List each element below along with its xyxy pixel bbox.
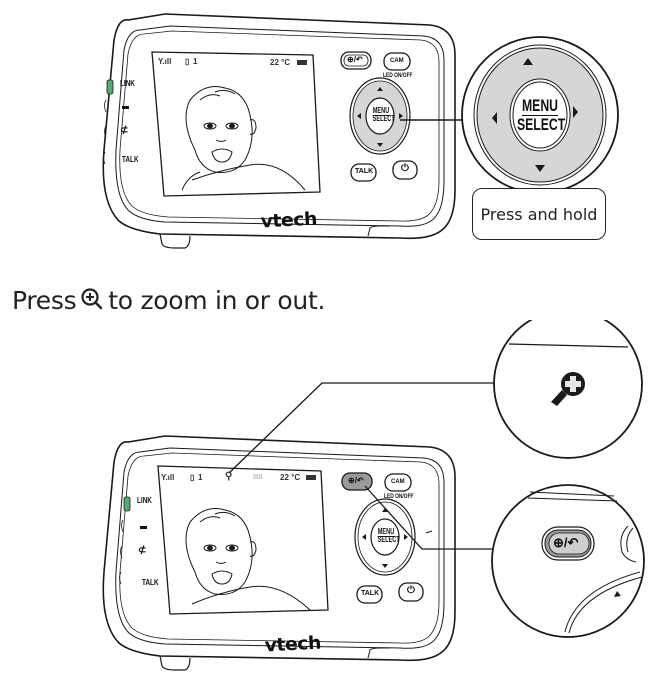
zoom-back-button[interactable]: ⊕/↶ — [347, 55, 363, 64]
temperature: 22 °C — [270, 58, 291, 67]
instruction-after: to zoom in or out. — [108, 286, 326, 315]
zoom-in-icon — [80, 287, 104, 311]
temperature: 22 °C — [280, 473, 301, 482]
minus-icon — [140, 526, 147, 529]
speaker-mute-icon: ⊄ — [138, 545, 147, 556]
signal-icon: Y.ıll — [161, 473, 175, 482]
instruction-before: Press — [12, 286, 77, 315]
cam-button[interactable]: CAM — [391, 479, 405, 485]
camera-icon: ▯ — [185, 57, 190, 66]
camera-number: 1 — [193, 57, 198, 66]
zoom-indicator-icon: ⚲ — [225, 471, 233, 482]
battery-icon — [297, 60, 307, 65]
instruction-text: Press to zoom in or out. — [12, 286, 325, 315]
talk-button[interactable]: TALK — [361, 590, 380, 597]
led-onoff-label: LED ON/OFF — [383, 72, 413, 79]
power-icon[interactable]: ⏻ — [407, 585, 415, 596]
menu-select-button[interactable]: MENU SELECT — [372, 106, 395, 123]
cam-button[interactable]: CAM — [390, 58, 404, 64]
top-figure: LINK ⊄ TALK Y.ıll ▯ 1 22 °C ⊕/↶ CAM LED … — [0, 0, 666, 260]
volume-level: IIIII — [253, 474, 263, 481]
power-icon[interactable]: ⏻ — [401, 163, 409, 174]
zoom-indicator-enlarged-icon — [551, 372, 585, 406]
zoom-back-button[interactable]: ⊕/↶ — [348, 476, 364, 485]
signal-icon: Y.ıll — [158, 57, 172, 66]
speaker-mute-icon: ⊄ — [120, 125, 129, 136]
callout-menu-select: MENU SELECT — [516, 96, 566, 134]
talk-button[interactable]: TALK — [355, 168, 374, 175]
camera-icon: ▯ — [190, 473, 195, 482]
minus-icon — [122, 106, 129, 109]
press-and-hold-callout: Press and hold — [472, 188, 606, 240]
battery-icon — [306, 475, 316, 480]
led-onoff-label: LED ON/OFF — [384, 493, 414, 500]
vtech-logo: vtech — [260, 208, 318, 233]
talk-label: TALK — [122, 155, 139, 164]
menu-select-button[interactable]: MENU SELECT — [377, 527, 400, 544]
talk-label: TALK — [142, 578, 159, 587]
camera-number: 1 — [198, 473, 203, 482]
bottom-figure: LINK ⊄ TALK Y.ıll ▯ 1 ⚲ IIIII 22 °C ⊕/↶ … — [0, 320, 666, 689]
bottom-device-drawing — [102, 320, 645, 671]
callout-zoom-back-button: ⊕/↶ — [553, 535, 579, 550]
link-label: LINK — [120, 79, 135, 88]
link-label: LINK — [137, 496, 152, 505]
vtech-logo: vtech — [264, 632, 322, 657]
